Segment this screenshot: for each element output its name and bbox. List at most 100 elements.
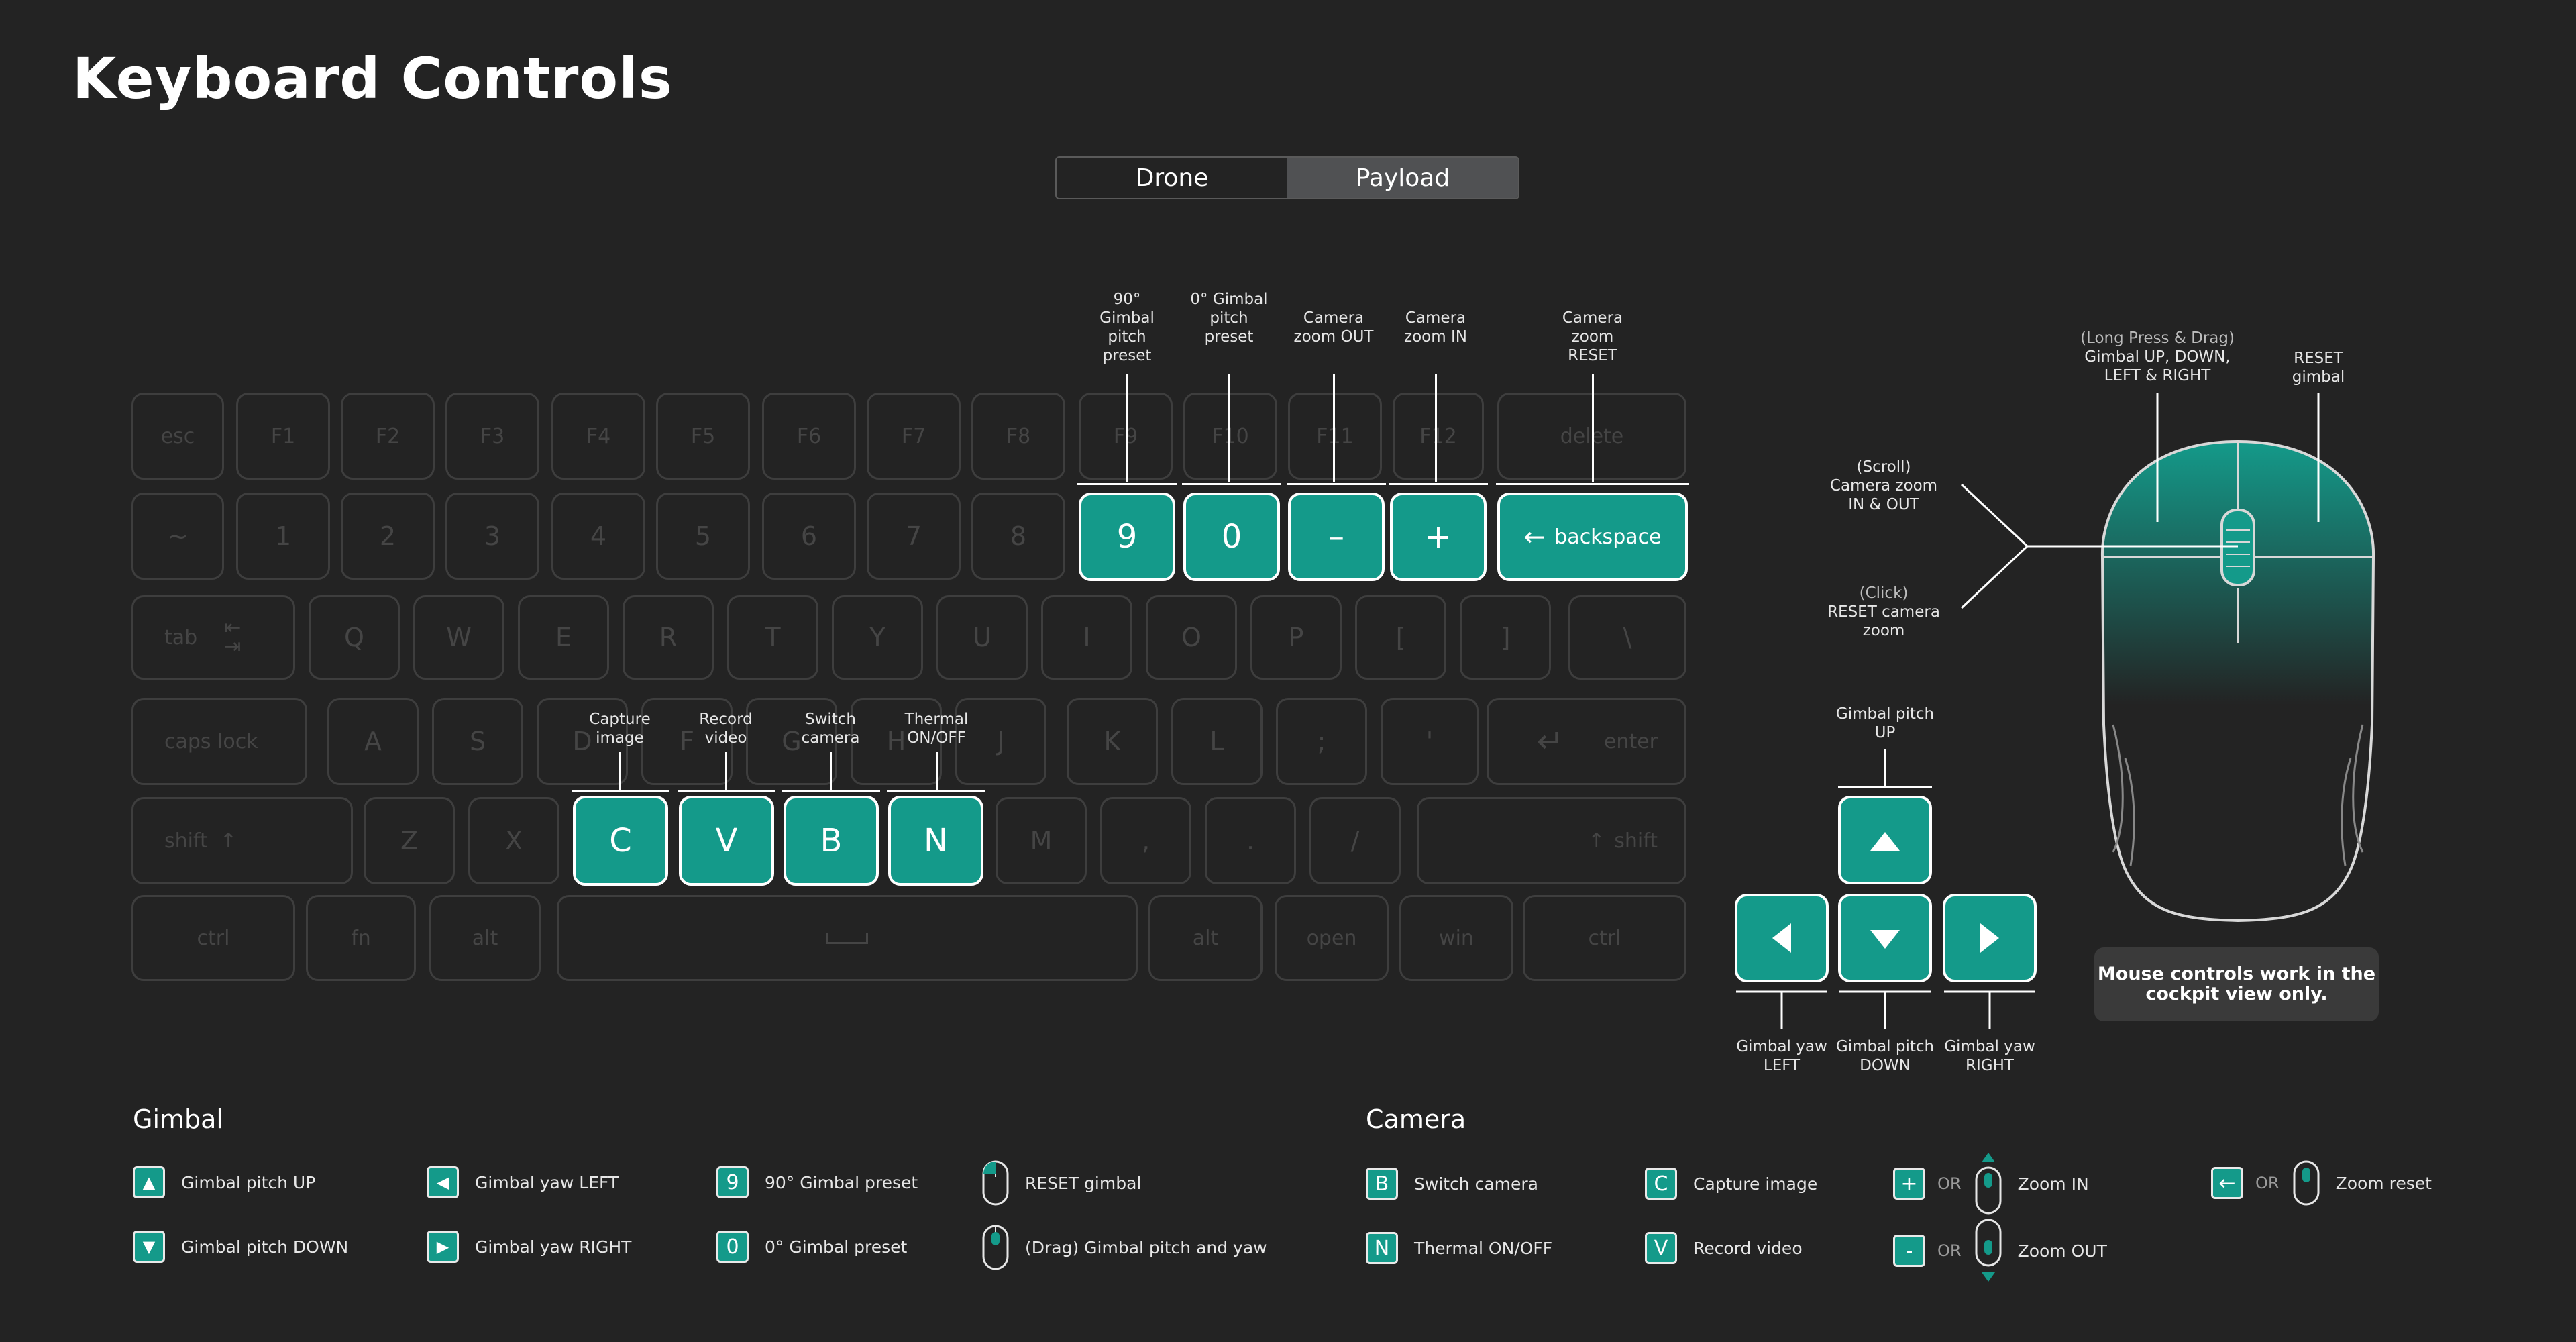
legend-item: ▼ Gimbal pitch DOWN: [133, 1231, 348, 1263]
key-5[interactable]: 5: [656, 493, 750, 580]
key-f4[interactable]: F4: [551, 393, 645, 480]
key-f1[interactable]: F1: [236, 393, 330, 480]
key-t[interactable]: T: [727, 595, 818, 680]
key-4[interactable]: 4: [551, 493, 645, 580]
triangle-left-icon: ◀: [427, 1166, 459, 1198]
key-c[interactable]: C: [573, 796, 668, 886]
callout-line: [1592, 374, 1594, 482]
key-i[interactable]: I: [1041, 595, 1132, 680]
key-tab[interactable]: tab ⇤⇥: [131, 595, 295, 680]
key-1[interactable]: 1: [236, 493, 330, 580]
key-f3[interactable]: F3: [445, 393, 539, 480]
key-f10[interactable]: F10: [1183, 393, 1277, 480]
key-b[interactable]: B: [784, 796, 879, 886]
legend-label: RESET gimbal: [1025, 1173, 1142, 1193]
key-bracket-left[interactable]: [: [1355, 595, 1446, 680]
key-esc[interactable]: esc: [131, 393, 224, 480]
key-m[interactable]: M: [996, 797, 1087, 884]
key-o[interactable]: O: [1146, 595, 1237, 680]
key-j[interactable]: J: [955, 698, 1046, 785]
key-slash[interactable]: /: [1309, 797, 1401, 884]
key-caps-lock[interactable]: caps lock: [131, 698, 307, 785]
key-arrow-up[interactable]: [1838, 796, 1932, 884]
key-open[interactable]: open: [1275, 895, 1389, 981]
key-f7[interactable]: F7: [867, 393, 961, 480]
legend-item: ▲ Gimbal pitch UP: [133, 1166, 315, 1198]
mouse-illustration: [2100, 440, 2375, 923]
key-alt-left[interactable]: alt: [429, 895, 541, 981]
key-backspace[interactable]: ← backspace: [1497, 493, 1688, 581]
key-x[interactable]: X: [468, 797, 559, 884]
legend-item: RESET gimbal: [981, 1159, 1141, 1206]
key-n[interactable]: N: [888, 796, 983, 886]
key-f11[interactable]: F11: [1288, 393, 1382, 480]
key-f8[interactable]: F8: [971, 393, 1065, 480]
key-ctrl-left[interactable]: ctrl: [131, 895, 295, 981]
key-shift-right[interactable]: ↑ shift: [1417, 797, 1686, 884]
key-shift-left[interactable]: shift ↑: [131, 797, 353, 884]
key-plus[interactable]: +: [1390, 493, 1487, 581]
callout-line: [830, 752, 832, 790]
key-arrow-down[interactable]: [1838, 894, 1932, 982]
callout-minus: Camera zoom OUT: [1293, 309, 1374, 346]
key-l[interactable]: L: [1171, 698, 1263, 785]
key-3[interactable]: 3: [445, 493, 539, 580]
key-f5[interactable]: F5: [656, 393, 750, 480]
key-backspace-icon: ←: [2211, 1167, 2243, 1199]
callout-c: Capture image: [589, 711, 651, 747]
key-e[interactable]: E: [518, 595, 609, 680]
key-6[interactable]: 6: [762, 493, 856, 580]
triangle-right-icon: ▶: [427, 1231, 459, 1263]
key-0[interactable]: 0: [1183, 493, 1280, 581]
key-z[interactable]: Z: [364, 797, 455, 884]
key-q[interactable]: Q: [309, 595, 400, 680]
key-semicolon[interactable]: ;: [1276, 698, 1367, 785]
key-arrow-left[interactable]: [1735, 894, 1829, 982]
legend-gimbal-title: Gimbal: [133, 1104, 223, 1134]
tab-drone[interactable]: Drone: [1135, 164, 1209, 192]
key-comma[interactable]: ,: [1100, 797, 1191, 884]
key-d[interactable]: D: [537, 698, 628, 785]
key-r[interactable]: R: [623, 595, 714, 680]
key-ctrl-right[interactable]: ctrl: [1523, 895, 1686, 981]
key-f12[interactable]: F12: [1393, 393, 1484, 480]
key-tab-label: tab: [164, 625, 198, 650]
key-a[interactable]: A: [327, 698, 419, 785]
key-w[interactable]: W: [413, 595, 504, 680]
key-y[interactable]: Y: [832, 595, 923, 680]
key-f2[interactable]: F2: [341, 393, 435, 480]
legend-camera-title: Camera: [1366, 1104, 1466, 1134]
key-f6[interactable]: F6: [762, 393, 856, 480]
key-s[interactable]: S: [432, 698, 523, 785]
key-f9[interactable]: F9: [1079, 393, 1173, 480]
key-2[interactable]: 2: [341, 493, 435, 580]
key-space[interactable]: [557, 895, 1138, 981]
key-u[interactable]: U: [936, 595, 1028, 680]
key-minus[interactable]: –: [1288, 493, 1385, 581]
key-f[interactable]: F: [641, 698, 733, 785]
callout-backspace: Camera zoom RESET: [1562, 309, 1623, 364]
key-8[interactable]: 8: [971, 493, 1065, 580]
key-bracket-right[interactable]: ]: [1460, 595, 1551, 680]
key-shift-left-label: shift: [164, 829, 208, 853]
key-tilde[interactable]: ~: [131, 493, 224, 580]
legend-item: (Drag) Gimbal pitch and yaw: [981, 1224, 1267, 1271]
key-k[interactable]: K: [1067, 698, 1158, 785]
key-enter[interactable]: ↵ enter: [1487, 698, 1686, 785]
key-period[interactable]: .: [1205, 797, 1296, 884]
key-arrow-right[interactable]: [1943, 894, 2037, 982]
tab-payload[interactable]: Payload: [1287, 158, 1518, 198]
key-h[interactable]: H: [851, 698, 942, 785]
key-alt-right[interactable]: alt: [1148, 895, 1263, 981]
key-backslash[interactable]: \: [1568, 595, 1686, 680]
callout-underline: [887, 790, 985, 792]
callout-line: [936, 752, 938, 790]
key-7[interactable]: 7: [867, 493, 961, 580]
key-quote[interactable]: ': [1381, 698, 1479, 785]
key-win[interactable]: win: [1399, 895, 1513, 981]
key-p[interactable]: P: [1250, 595, 1342, 680]
key-9[interactable]: 9: [1079, 493, 1175, 581]
key-fn[interactable]: fn: [306, 895, 416, 981]
key-g[interactable]: G: [746, 698, 837, 785]
key-v[interactable]: V: [679, 796, 774, 886]
